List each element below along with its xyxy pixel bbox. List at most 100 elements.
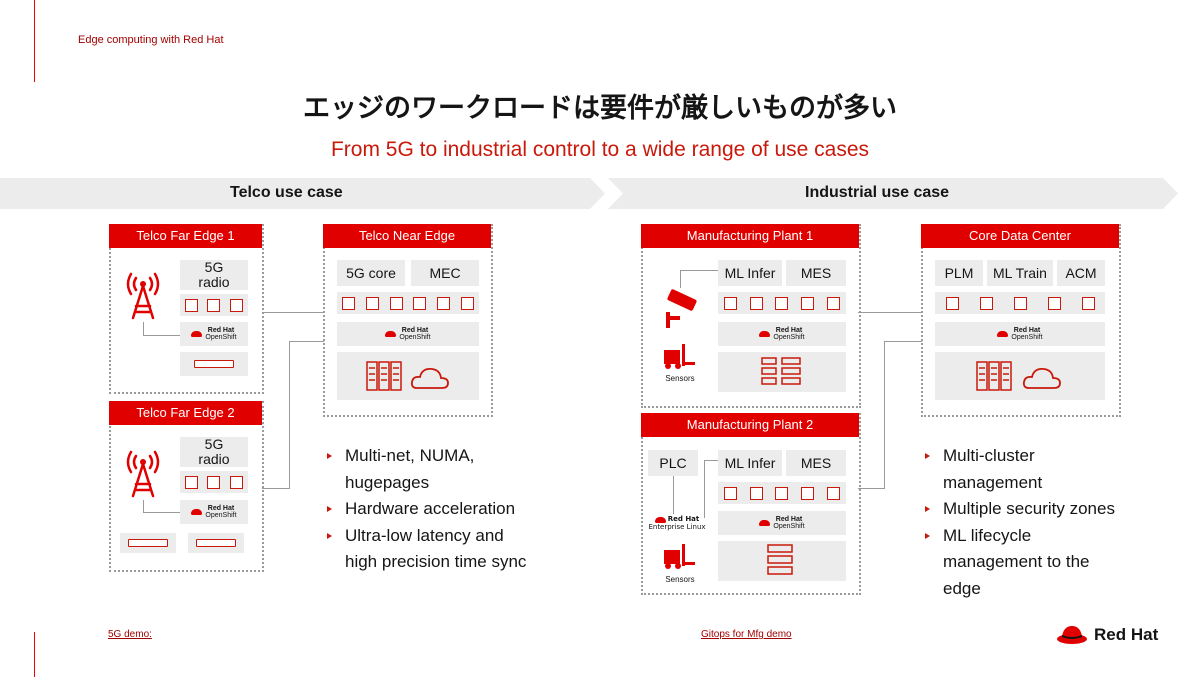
pod-square: [826, 486, 840, 500]
pod-square: [801, 486, 815, 500]
red-hat-logo-text: Red Hat: [1094, 625, 1159, 644]
radio-tower-icon: [126, 450, 160, 498]
5g-core-cell: 5G core: [337, 260, 405, 286]
brand-text: Red Hat: [1013, 327, 1041, 334]
connector-line: [143, 500, 144, 512]
radio-label: 5G radio: [180, 437, 248, 467]
red-hat-icon: [654, 516, 666, 523]
edge-server-stack-icon: [767, 544, 793, 575]
pod-square: [1081, 296, 1095, 310]
red-hat-icon: [191, 509, 203, 515]
ml-train-cell: ML Train: [987, 260, 1053, 286]
bullet-item: Multiple security zones: [921, 496, 1161, 523]
pod-square: [365, 296, 379, 310]
infrastructure-graphic: [366, 361, 449, 391]
red-hat-icon: [759, 520, 771, 526]
bullet-item: ML lifecycle management to the edge: [921, 523, 1161, 603]
connector-line: [143, 512, 180, 513]
mes-cell: MES: [786, 260, 846, 286]
pod-row: [180, 294, 248, 316]
telco-band: [0, 178, 605, 209]
red-hat-logo: Red Hat: [1056, 624, 1158, 646]
telco-far-edge-2-title: Telco Far Edge 2: [109, 401, 262, 425]
bullet-item: Hardware acceleration: [323, 496, 563, 523]
pod-square: [775, 486, 789, 500]
connector-line: [858, 312, 922, 313]
page-title: エッジのワークロードは要件が厳しいものが多い: [303, 93, 897, 124]
telco-far-edge-1-title: Telco Far Edge 1: [109, 224, 262, 248]
edge-server-stack-icon: [761, 357, 801, 385]
pod-square: [945, 296, 959, 310]
connector-line: [884, 341, 922, 342]
datacenter-rack-icon: [976, 361, 1012, 391]
brand-text: Red Hat: [207, 505, 235, 512]
ml-infer-cell: ML Infer: [718, 260, 782, 286]
pod-square: [460, 296, 474, 310]
pod-square: [749, 486, 763, 500]
radio-label: 5G radio: [180, 260, 248, 290]
pod-square: [724, 296, 738, 310]
left-accent-line-top: [34, 0, 35, 82]
industrial-band: [608, 178, 1178, 209]
server-cell: [180, 352, 248, 376]
cloud-icon: [410, 368, 449, 389]
product-text: OpenShift: [773, 523, 805, 530]
product-text: OpenShift: [399, 334, 431, 341]
red-hat-icon: [759, 331, 771, 337]
pod-square: [389, 296, 403, 310]
pod-square: [1013, 296, 1027, 310]
server-icon: [196, 539, 236, 547]
pod-square: [826, 296, 840, 310]
forklift-icon: [664, 544, 695, 569]
infrastructure-graphic: [976, 361, 1061, 391]
brand-text: Red Hat: [775, 516, 803, 523]
pod-square: [775, 296, 789, 310]
product-text: OpenShift: [205, 512, 237, 519]
pod-square: [413, 296, 427, 310]
radio-tower-icon: [126, 272, 160, 320]
plc-cell: PLC: [648, 450, 698, 476]
connector-line: [262, 488, 289, 489]
connector-line: [884, 341, 885, 489]
bullet-item: Multi-cluster management: [921, 443, 1161, 496]
pod-square: [207, 298, 221, 312]
core-data-center-title: Core Data Center: [921, 224, 1119, 248]
pod-square: [184, 298, 198, 312]
connector-line: [289, 341, 324, 342]
manufacturing-plant-1-title: Manufacturing Plant 1: [641, 224, 859, 248]
server-cell: [188, 533, 244, 553]
bullet-item: Ultra-low latency and high precision tim…: [323, 523, 563, 576]
industrial-bullet-list: Multi-cluster management Multiple securi…: [921, 443, 1161, 602]
gitops-demo-link[interactable]: Gitops for Mfg demo: [701, 629, 792, 640]
5g-demo-link[interactable]: 5G demo:: [108, 629, 152, 640]
infrastructure-cell: [935, 352, 1105, 400]
page-subtitle: From 5G to industrial control to a wide …: [330, 138, 870, 161]
ml-infer-cell: ML Infer: [718, 450, 782, 476]
pod-row: [935, 292, 1105, 314]
pod-square: [1047, 296, 1061, 310]
pod-square: [979, 296, 993, 310]
infrastructure-cell: [337, 352, 479, 400]
sensors-label: Sensors: [665, 575, 695, 584]
connector-line: [858, 488, 884, 489]
edge-server-cell: [718, 541, 846, 581]
pod-square: [749, 296, 763, 310]
brand-text: Red Hat: [207, 327, 235, 334]
rhel-logo: Red Hat Enterprise Linux: [646, 516, 708, 531]
product-text: Enterprise Linux: [648, 523, 706, 531]
acm-cell: ACM: [1057, 260, 1105, 286]
section-bands: [0, 178, 1178, 209]
connector-line: [704, 460, 705, 518]
product-text: OpenShift: [773, 334, 805, 341]
datacenter-rack-icon: [366, 361, 402, 391]
plm-cell: PLM: [935, 260, 983, 286]
pod-row: [718, 482, 846, 504]
brand-text: Red Hat: [401, 327, 429, 334]
mec-cell: MEC: [411, 260, 479, 286]
mes-cell: MES: [786, 450, 846, 476]
pod-square: [724, 486, 738, 500]
